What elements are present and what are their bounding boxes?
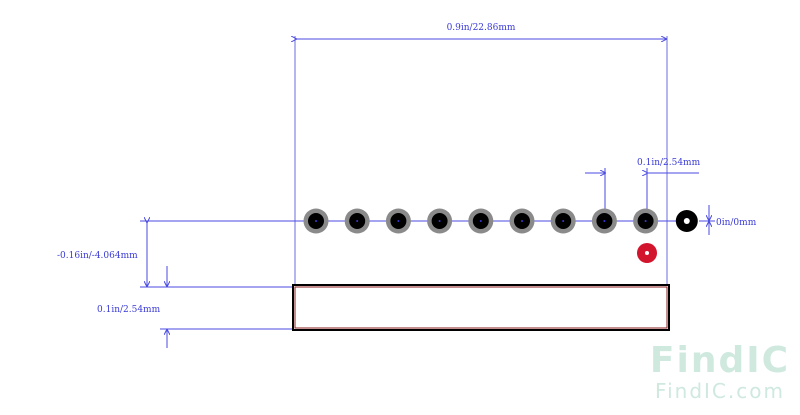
body-height-label: 0.1in/2.54mm [97, 305, 161, 315]
pad-7 [550, 208, 576, 234]
component-body-inner [294, 286, 668, 329]
pad-4 [427, 208, 453, 234]
pad-row [303, 208, 698, 234]
pin-pitch-label: 0.1in/2.54mm [637, 158, 701, 168]
origin-marker [637, 243, 657, 263]
row-to-body-label: -0.16in/-4.064mm [57, 251, 138, 261]
pad-6 [509, 208, 535, 234]
watermark: FindIC FindIC.com [650, 340, 790, 403]
zero-offset-label: 0in/0mm [716, 218, 757, 228]
overall-width-label: 0.9in/22.86mm [447, 23, 516, 33]
zero-offset-dimension [699, 205, 715, 235]
pad-5 [468, 208, 494, 234]
pad-1 [303, 208, 329, 234]
pin-pitch-dimension [585, 168, 699, 215]
watermark-site: FindIC.com [655, 379, 785, 403]
pad-10 [675, 210, 698, 232]
watermark-brand: FindIC [650, 340, 790, 381]
pad-9 [633, 208, 659, 234]
overall-width-dimension: 0.9in/22.86mm [296, 23, 666, 39]
board-extent [294, 36, 668, 288]
component-body [292, 284, 670, 331]
pad-3 [385, 208, 411, 234]
pad-2 [344, 208, 370, 234]
pad-8 [591, 208, 617, 234]
body-height-dimension [160, 266, 295, 348]
